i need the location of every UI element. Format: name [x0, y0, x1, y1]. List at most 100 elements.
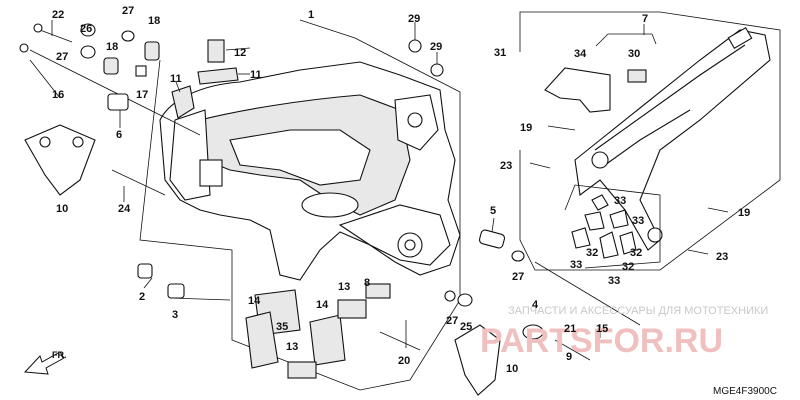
part-labels: 22 27 18 26 18 27 1 12 11 11 17 16 6 10 … [52, 5, 750, 375]
bolt-22-head [33, 23, 43, 33]
part-label: 16 [52, 89, 64, 101]
pad-14b [309, 314, 346, 366]
pad-30 [627, 69, 647, 83]
washer-27a [121, 30, 135, 42]
part-label: 26 [80, 23, 92, 35]
pad-13b [287, 361, 317, 379]
part-label: 9 [566, 351, 572, 363]
part-label: 14 [248, 295, 261, 307]
part-label: 35 [276, 321, 288, 333]
front-arrow: FR. [23, 350, 67, 375]
part-label: 18 [148, 15, 160, 27]
part-label: 3 [172, 309, 178, 321]
hanger-plate-10b [454, 324, 501, 396]
part-label: 30 [628, 48, 640, 60]
part-label: 23 [500, 160, 512, 172]
part-label: 5 [490, 205, 496, 217]
bolt-20 [379, 331, 421, 351]
nut-29a [408, 39, 422, 53]
watermark-logo: PARTSFOR.RU [480, 322, 723, 360]
hanger-plate-10a-hole [39, 136, 51, 148]
part-label: 1 [308, 9, 314, 21]
part-label: 33 [632, 215, 644, 227]
pad-13a [337, 299, 367, 319]
bolt-23b [687, 249, 709, 255]
part-label: 33 [570, 259, 582, 271]
part-label: 11 [170, 73, 182, 85]
part-label: 2 [139, 291, 145, 303]
bolt-19b [707, 207, 729, 213]
bushing-18a [144, 41, 160, 61]
hanger-plate-10a-hole2 [72, 136, 84, 148]
part-label: 33 [608, 275, 620, 287]
pad-35 [245, 311, 279, 369]
part-label: 19 [738, 207, 750, 219]
part-label: 13 [286, 341, 298, 353]
pad-11b [171, 85, 195, 119]
part-label: 22 [52, 9, 64, 21]
part-label: 15 [596, 323, 608, 335]
long-bolt-15 [534, 261, 641, 326]
part-label: 10 [56, 203, 68, 215]
bolt-16-head [19, 43, 29, 53]
nut-29b [430, 63, 444, 77]
pad-11a [197, 67, 239, 85]
washer-27c [511, 250, 525, 262]
washer-27b [80, 45, 96, 59]
part-label: 13 [338, 281, 350, 293]
part-label: 7 [642, 13, 648, 25]
part-label: 4 [532, 299, 539, 311]
part-label: 32 [630, 247, 642, 259]
pad-8 [365, 283, 391, 299]
bolt-19a [547, 125, 576, 131]
spacer-6 [107, 93, 129, 111]
main-group-bracket [139, 19, 461, 391]
part-label: 33 [614, 195, 626, 207]
bolt-22 [39, 29, 73, 43]
part-label: 18 [106, 41, 118, 53]
part-label: 27 [56, 51, 68, 63]
part-label: 32 [586, 247, 598, 259]
washer-27d [444, 290, 456, 302]
part-label: 12 [234, 47, 246, 59]
part-label: 24 [118, 203, 131, 215]
collar-26 [80, 23, 96, 37]
rear-subframe [574, 27, 771, 251]
bracket-34 [544, 67, 611, 113]
part-label: 19 [520, 122, 532, 134]
part-label: 21 [564, 323, 576, 335]
long-bolt-16 [29, 49, 201, 136]
bolt-24 [111, 169, 166, 196]
watermark-text: ЗАПЧАСТИ И АКСЕССУАРЫ ДЛЯ МОТОТЕХНИКИ [508, 305, 768, 317]
washer-25 [457, 293, 473, 307]
part-label: 27 [122, 5, 134, 17]
part-label: 20 [398, 355, 410, 367]
diagram-code: MGE4F3900C [713, 386, 777, 397]
collar-2 [137, 263, 153, 279]
part-label: 29 [408, 13, 420, 25]
main-frame [159, 61, 461, 281]
leader-lines [29, 20, 657, 348]
bolt-23a [529, 162, 551, 169]
part-label: 17 [136, 89, 148, 101]
part-label: 25 [460, 321, 472, 333]
spacer-5 [478, 229, 506, 249]
bushing-18b [103, 57, 119, 75]
part-label: 8 [364, 277, 370, 289]
part-label: 6 [116, 129, 122, 141]
collar-4 [522, 324, 544, 340]
part-label: 14 [316, 299, 329, 311]
front-arrow-label: FR. [52, 350, 67, 360]
part-label: 27 [446, 315, 458, 327]
bolt-21 [554, 339, 591, 361]
clip-set [564, 184, 661, 269]
part-label: 29 [430, 41, 442, 53]
part-label: 34 [574, 48, 587, 60]
part-label: 11 [250, 69, 262, 81]
nut-17 [135, 65, 147, 77]
subframe-group-bracket [519, 11, 781, 271]
part-label: 31 [494, 47, 506, 59]
pad-12 [207, 39, 225, 63]
